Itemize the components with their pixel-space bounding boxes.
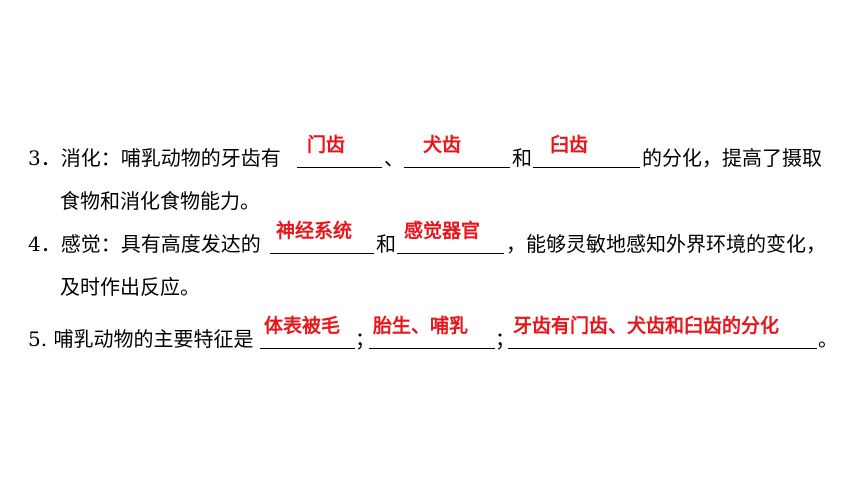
question-3-answer-2: 犬齿 bbox=[423, 134, 462, 156]
question-4-answer-1: 神经系统 bbox=[276, 220, 353, 242]
question-4-suffix: ，能够灵敏地感知外界环境的变化， bbox=[506, 232, 826, 256]
question-4-prefix: 4．感觉：具有高度发达的 bbox=[28, 232, 261, 256]
question-4-blank-2 bbox=[397, 253, 504, 254]
question-3-separator-1: 、 bbox=[384, 146, 404, 170]
question-3-blank-2 bbox=[404, 167, 510, 168]
question-5-answer-3: 牙齿有门齿、犬齿和臼齿的分化 bbox=[513, 315, 780, 337]
question-3-prefix: 3．消化：哺乳动物的牙齿有 bbox=[28, 146, 281, 170]
question-5-blank-1 bbox=[260, 348, 355, 349]
question-3-answer-3: 臼齿 bbox=[550, 134, 589, 156]
question-4-separator-1: 和 bbox=[376, 232, 396, 256]
question-5-suffix: 。 bbox=[818, 327, 838, 351]
question-3-blank-1 bbox=[297, 167, 382, 168]
question-3-answer-1: 门齿 bbox=[307, 134, 346, 156]
question-4-continuation: 及时作出反应。 bbox=[60, 275, 200, 299]
question-3-suffix: 的分化，提高了摄取 bbox=[642, 146, 822, 170]
question-3-continuation: 食物和消化食物能力。 bbox=[60, 189, 260, 213]
question-3-separator-2: 和 bbox=[512, 146, 532, 170]
question-5-blank-3 bbox=[508, 348, 817, 349]
question-5-separator-2: ； bbox=[495, 327, 515, 351]
question-3-blank-3 bbox=[533, 167, 640, 168]
question-5-answer-2: 胎生、哺乳 bbox=[373, 315, 469, 337]
question-5-prefix: 5. 哺乳动物的主要特征是 bbox=[28, 327, 254, 351]
question-5-answer-1: 体表被毛 bbox=[264, 315, 341, 337]
question-4-answer-2: 感觉器官 bbox=[404, 220, 481, 242]
question-5-blank-2 bbox=[369, 348, 495, 349]
question-4-blank-1 bbox=[270, 253, 374, 254]
question-5-separator-1: ； bbox=[355, 327, 375, 351]
